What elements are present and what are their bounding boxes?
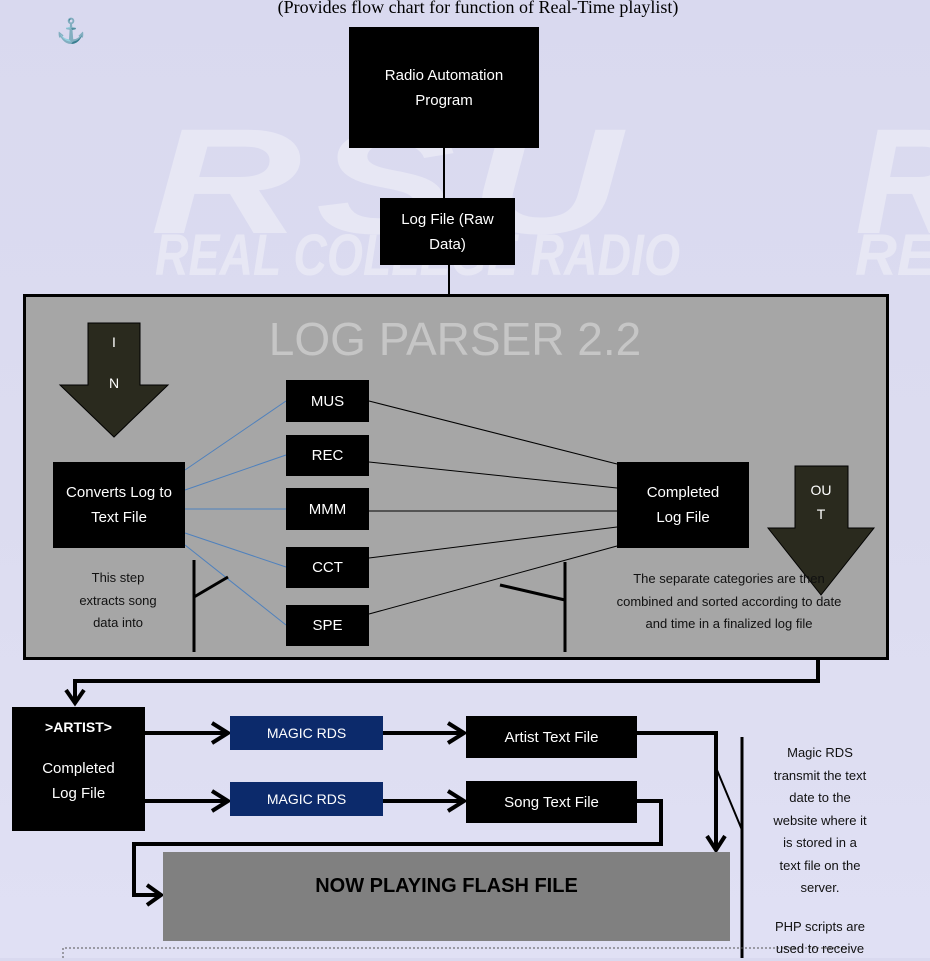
log-file-raw-node: Log File (Raw Data) bbox=[380, 198, 515, 265]
radio-automation-node: Radio Automation Program bbox=[349, 27, 539, 148]
side-note-line: text file on the bbox=[779, 857, 861, 873]
side-note-line: is stored in a bbox=[783, 835, 857, 850]
now-playing-node: NOW PLAYING FLASH FILE bbox=[163, 852, 730, 941]
step-note-line: data into bbox=[93, 615, 143, 630]
combine-note-line: combined and sorted according to date bbox=[616, 593, 842, 609]
artist-text-file-node: Artist Text File bbox=[466, 716, 637, 758]
side-note-line: PHP scripts are bbox=[774, 918, 866, 934]
side-note-line: transmit the text bbox=[773, 767, 867, 783]
step-note-line: extracts song bbox=[79, 592, 157, 608]
combine-note-line: The separate categories are then bbox=[633, 571, 825, 586]
completed-log-output-node: >ARTIST> Completed Log File bbox=[12, 707, 145, 831]
completed-log-node: Completed Log File bbox=[617, 462, 749, 548]
in-arrow-shape bbox=[58, 322, 170, 438]
out-arrow-shape bbox=[766, 465, 876, 596]
in-arrow-label-1: I bbox=[112, 334, 116, 350]
brackets bbox=[192, 560, 567, 652]
side-note-line: date to the bbox=[789, 790, 851, 805]
category-mus: MUS bbox=[286, 380, 369, 422]
magic-rds-song: MAGIC RDS bbox=[230, 782, 383, 816]
side-note-line: Magic RDS bbox=[787, 745, 853, 760]
step-note: This step extracts song data into bbox=[68, 567, 168, 647]
side-note-line: server. bbox=[800, 880, 840, 895]
category-spe: SPE bbox=[286, 605, 369, 646]
step-note-line: This step bbox=[91, 570, 145, 585]
in-arrow-label-2: N bbox=[108, 375, 120, 391]
side-diagonal bbox=[716, 769, 743, 831]
black-links bbox=[368, 400, 618, 615]
page-title: (Provides flow chart for function of Rea… bbox=[277, 0, 679, 17]
side-note-line: used to receive bbox=[775, 941, 865, 956]
blue-links bbox=[184, 400, 287, 626]
side-note: Magic RDS transmit the text date to the … bbox=[755, 742, 885, 961]
magic-rds-artist: MAGIC RDS bbox=[230, 716, 383, 750]
out-arrow-label-2: T bbox=[816, 506, 826, 522]
converts-node: Converts Log to Text File bbox=[53, 462, 185, 548]
dotted-frame bbox=[62, 947, 850, 958]
song-text-file-node: Song Text File bbox=[466, 781, 637, 823]
category-cct: CCT bbox=[286, 547, 369, 588]
category-mmm: MMM bbox=[286, 488, 369, 530]
watermark-logo-right: R bbox=[855, 95, 930, 268]
watermark-logo-right-sub: REAL bbox=[855, 223, 930, 288]
combine-note: The separate categories are then combine… bbox=[580, 568, 878, 636]
category-rec: REC bbox=[286, 435, 369, 476]
log-parser-title: LOG PARSER 2.2 bbox=[268, 313, 642, 365]
side-note-line: website where it bbox=[773, 812, 867, 828]
anchor-icon: ⚓ bbox=[56, 18, 86, 45]
flow-arrows bbox=[64, 660, 820, 907]
completed-log-label: Completed Log File bbox=[42, 760, 115, 802]
combine-note-line: and time in a finalized log file bbox=[645, 616, 813, 631]
artist-tag: >ARTIST> bbox=[45, 719, 112, 735]
out-arrow-label-1: OU bbox=[810, 482, 832, 498]
